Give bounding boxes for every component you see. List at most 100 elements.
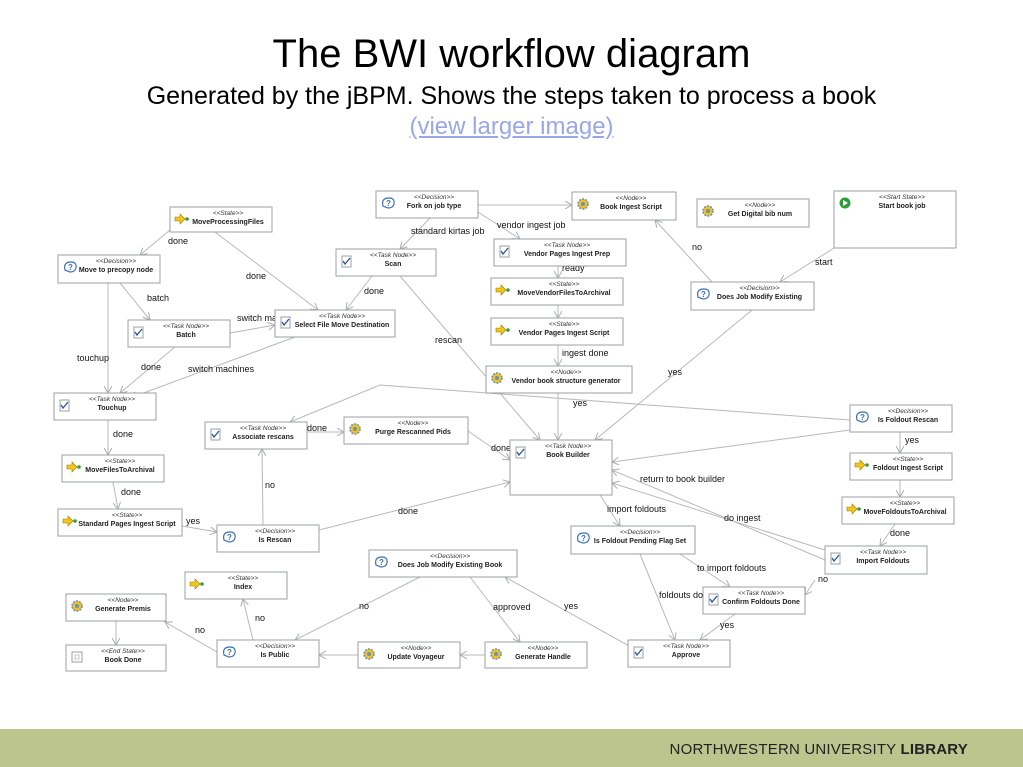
edge-label: done [398,506,418,516]
node-stereotype: <<Task Node>> [738,590,784,597]
node-precopy[interactable]: ?<<Decision>>Move to precopy node [57,254,161,284]
edge-5 [655,220,713,283]
svg-text:?: ? [379,558,384,567]
node-assocrescans[interactable]: <<Task Node>>Associate rescans [204,421,308,450]
edge-27 [290,384,851,422]
node-movevendor[interactable]: <<State>>MoveVendorFilesToArchival [490,277,624,306]
node-confirmfold[interactable]: <<Task Node>> Confirm Foldouts Done [702,586,806,615]
edge-label: no [359,601,369,611]
edge-label: approved [493,602,531,612]
node-digitalbib[interactable]: <<Node>>Get Digital bib num [696,198,810,228]
node-stereotype: <<Node>> [616,195,647,202]
node-name: Confirm Foldouts Done [722,599,800,606]
node-name: Does Job Modify Existing [717,294,802,301]
node-stereotype: <<State>> [549,281,580,288]
node-box [57,254,161,284]
task-icon [515,446,526,459]
edge-39 [505,577,641,653]
svg-text:?: ? [581,534,586,543]
svg-text:?: ? [227,533,232,542]
node-name: Vendor book structure generator [512,378,621,385]
node-foldflag[interactable]: ?<<Decision>>Is Foldout Pending Flag Set [570,525,696,555]
node-bookdone[interactable]: <<End State>>Book Done [65,644,167,672]
footer-band: NORTHWESTERN UNIVERSITY LIBRARY [0,729,1023,767]
node-name: Move to precopy node [79,267,153,274]
node-approve[interactable]: <<Task Node>>Approve [627,639,731,668]
node-name: Update Voyageur [387,654,444,661]
node-selectfile[interactable]: <<Task Node>>Select File Move Destinatio… [274,309,396,338]
gear-icon [363,648,375,660]
node-vbsg[interactable]: <<Node>>Vendor book structure generator [485,365,633,394]
node-name: Is Rescan [259,537,292,544]
node-box [493,238,627,267]
svg-text:?: ? [386,199,391,208]
node-stereotype: <<Task Node>> [240,425,286,432]
edge-23 [318,482,510,531]
node-premis[interactable]: <<Node>>Generate Premis [65,593,167,622]
node-ispublic[interactable]: ?<<Decision>>Is Public [216,639,320,668]
node-stereotype: <<Decision>> [430,553,470,560]
node-touchup[interactable]: <<Task Node>>Touchup [53,392,157,421]
node-voyageur[interactable]: <<Node>>Update Voyageur [357,641,461,669]
node-isrescan[interactable]: ?<<Decision>>Is Rescan [216,524,320,553]
node-purge[interactable]: <<Node>>Purge Rescanned Pids [343,416,469,445]
node-name: Vendor Pages Ingest Script [519,330,610,337]
node-stereotype: <<Task Node>> [370,252,416,259]
state-arrow-icon [854,459,869,471]
node-stdpages[interactable]: <<State>>Standard Pages Ingest Script [57,508,183,537]
node-index[interactable]: <<State>> Index [184,571,288,600]
node-vpprep[interactable]: <<Task Node>>Vendor Pages Ingest Prep [493,238,627,267]
gear-icon [490,648,502,660]
edge-label: touchup [77,353,109,363]
edge-1 [400,217,431,249]
node-name: Purge Rescanned Pids [375,429,451,436]
gear-icon [702,205,714,217]
node-foldingest[interactable]: <<State>>Foldout Ingest Script [849,452,953,481]
node-box [702,586,806,615]
node-importfold[interactable]: <<Task Node>>Import Foldouts [824,545,928,575]
gear-icon [71,600,83,612]
edge-label: no [692,242,702,252]
edge-10 [214,231,318,310]
node-name: Index [234,584,252,591]
node-name: Is Foldout Rescan [878,417,938,424]
node-isfoldrescan[interactable]: ?<<Decision>>Is Foldout Rescan [849,404,953,433]
node-handle[interactable]: <<Node>>Generate Handle [484,641,588,669]
node-name: Vendor Pages Ingest Prep [524,251,610,258]
node-name: Foldout Ingest Script [873,465,944,472]
node-batch[interactable]: <<Task Node>>Batch [127,319,231,348]
node-stereotype: <<Task Node>> [319,313,365,320]
view-larger-image-link[interactable]: (view larger image) [409,113,614,140]
node-box [833,190,957,249]
node-moveproc[interactable]: <<State>>MoveProcessingFiles [169,206,273,233]
node-stereotype: <<Task Node>> [545,443,591,450]
node-fork[interactable]: ?<<Decision>>Fork on job type [375,190,479,219]
edge-label: done [890,528,910,538]
node-djmeb[interactable]: ?<<Decision>>Does Job Modify Existing Bo… [368,549,518,578]
task-icon [59,399,70,412]
node-scan[interactable]: <<Task Node>>Scan [335,248,437,277]
node-name: Start book job [878,203,925,210]
node-bookbuilder[interactable]: <<Task Node>>Book Builder [509,439,613,496]
edge-label: ready [562,263,585,273]
node-box [509,439,613,496]
task-icon [133,326,144,339]
node-vpscript[interactable]: <<State>>Vendor Pages Ingest Script [490,317,624,346]
edge-label: done [491,443,511,453]
node-movefiles[interactable]: <<State>>MoveFilesToArchival [61,454,165,483]
node-djme1[interactable]: ?<<Decision>>Does Job Modify Existing [690,281,815,311]
node-stereotype: <<Task Node>> [663,643,709,650]
node-box [357,641,461,669]
edge-4 [780,247,835,282]
edge-11 [120,346,176,393]
node-stereotype: <<State>> [228,575,259,582]
node-name: Generate Handle [515,654,571,661]
node-start[interactable]: <<Start State>>Start book job [833,190,957,249]
node-movefold[interactable]: <<State>>MoveFoldoutsToArchival [841,496,955,525]
node-box [824,545,928,575]
node-bookingest[interactable]: <<Node>>Book Ingest Script [571,191,677,221]
slide-title: The BWI workflow diagram [272,32,751,76]
decision-icon: ? [382,197,395,209]
